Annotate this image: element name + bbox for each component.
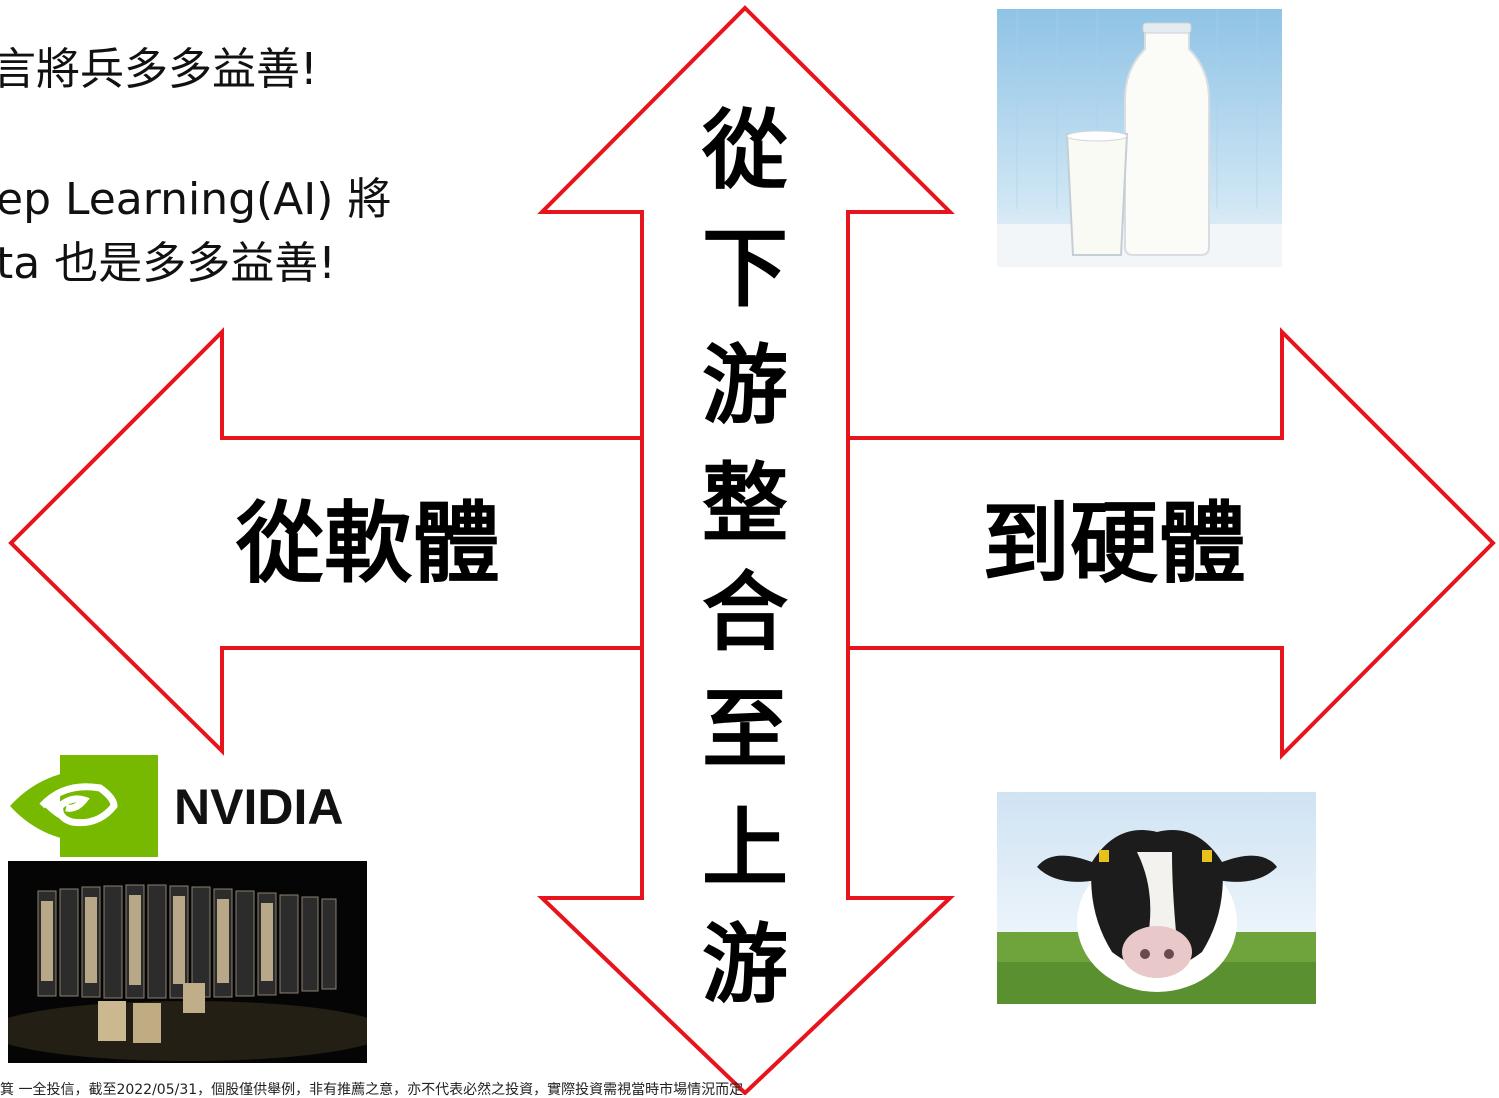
nvidia-wordmark: NVIDIA [174,779,343,835]
nvidia-logo: NVIDIA [2,752,392,860]
left-arrow-label: 從軟體 [236,492,501,595]
vertical-char-6: 至 [702,680,788,780]
intro-line-2: ep Learning(AI) 將 [0,174,392,225]
vertical-char-7: 上 [702,799,788,899]
vertical-char-1: 從 [702,101,788,201]
vertical-arrow [537,5,956,1095]
vertical-char-5: 合 [702,563,788,663]
left-arrow [8,327,644,756]
footnote: 箕 一全投信，截至2022/05/31，個股僅供舉例，非有推薦之意，亦不代表必然… [0,1082,744,1098]
intro-line-3: ta 也是多多益善! [0,238,336,289]
vertical-char-4: 整 [702,454,788,554]
milk-image [997,9,1282,267]
right-arrow-label: 到硬體 [982,492,1247,595]
cow-image [997,792,1316,1004]
vertical-char-2: 下 [702,219,788,319]
intro-line-1: 言將兵多多益善! [0,44,318,95]
vertical-char-8: 游 [702,915,788,1015]
right-arrow [846,327,1496,760]
server-racks-image [8,861,367,1063]
vertical-char-3: 游 [702,336,788,436]
